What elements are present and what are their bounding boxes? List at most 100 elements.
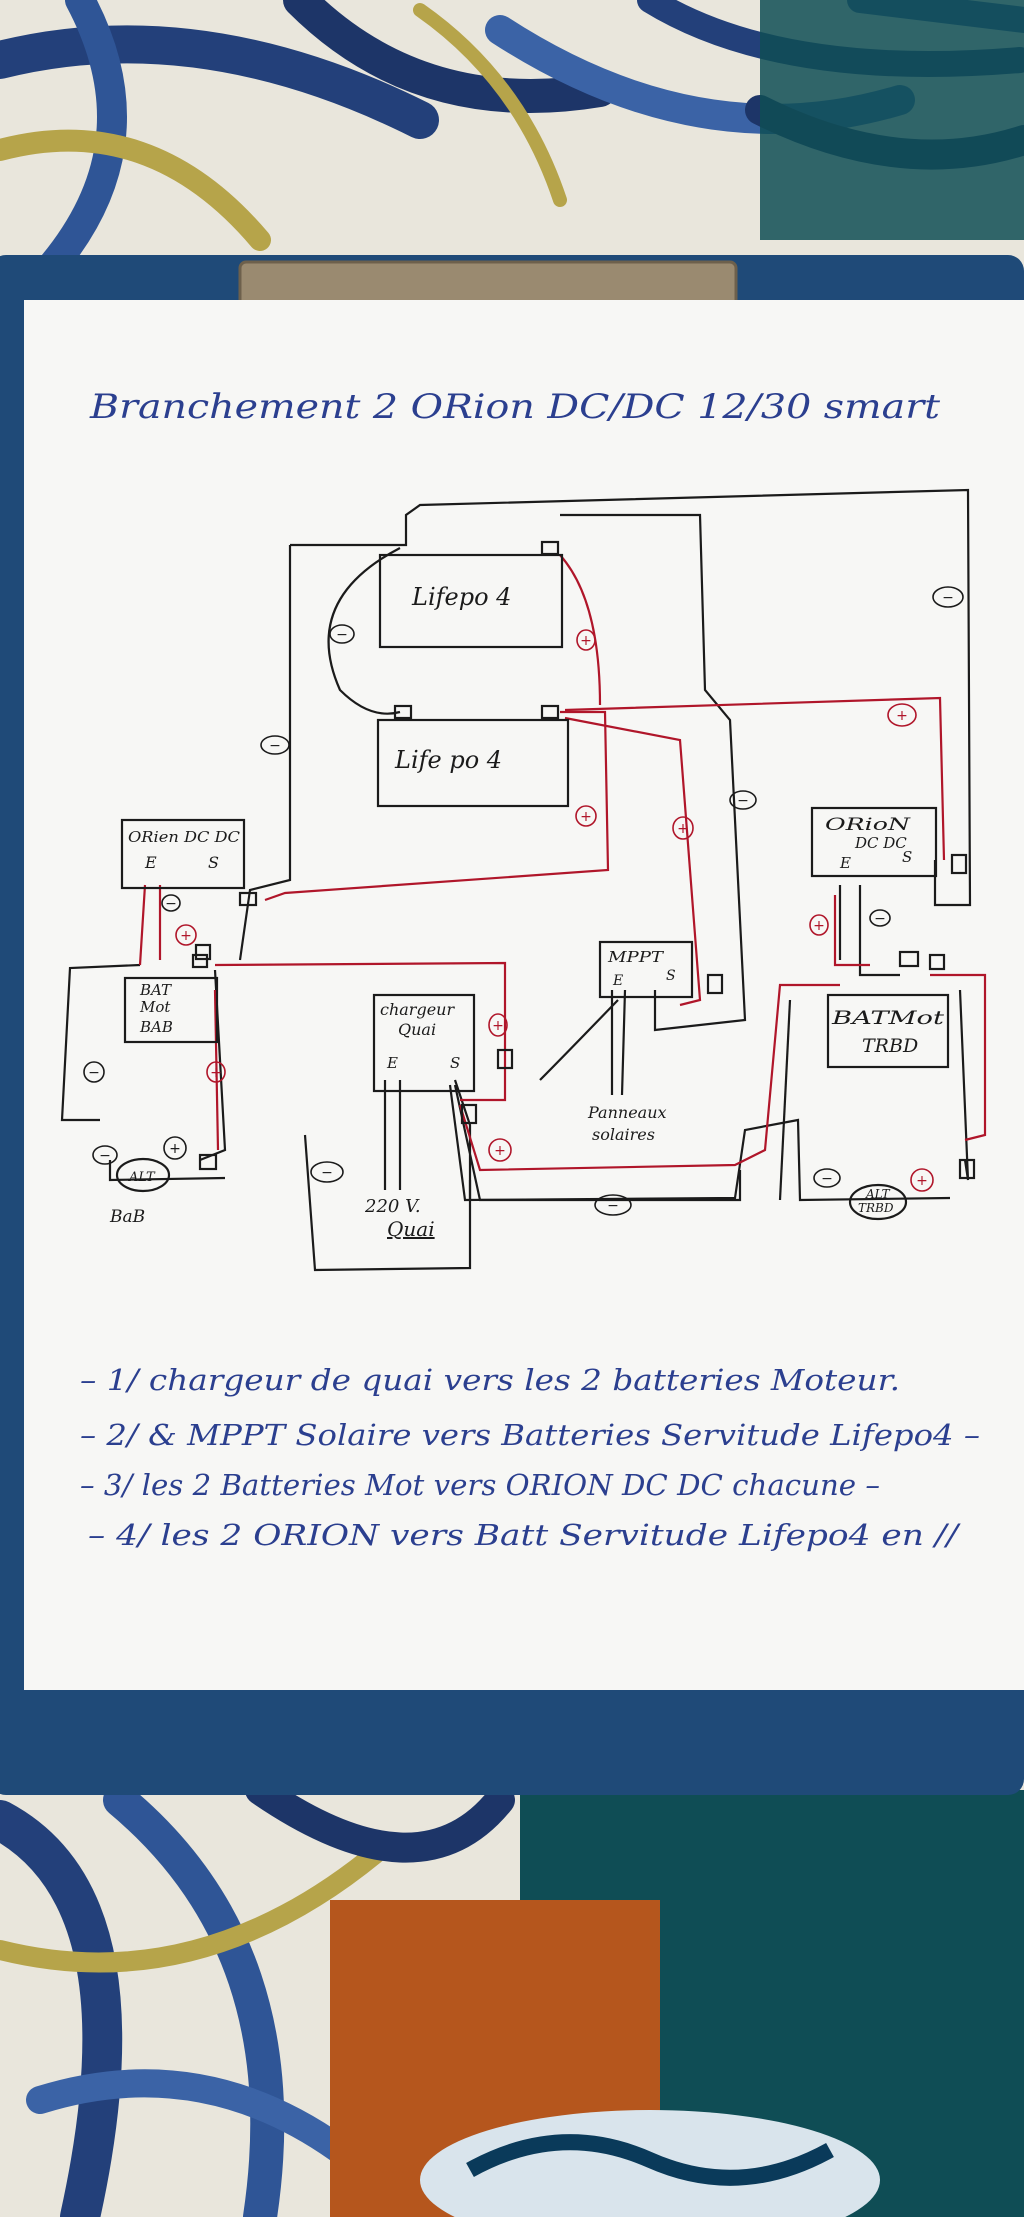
quai-label-1: 220 V.: [364, 1196, 421, 1217]
note-4: – 4/ les 2 ORION vers Batt Servitude Lif…: [88, 1518, 962, 1552]
minus-symbol: −: [88, 1065, 100, 1081]
lifepo-bottom-label: Life po 4: [394, 746, 502, 774]
terminal: [950, 853, 968, 875]
minus-marker: [932, 586, 964, 608]
plus-symbol: +: [916, 1173, 928, 1189]
lifepo-bottom-box: [376, 718, 570, 808]
wire-red-charger-to-trbd: [458, 983, 840, 1172]
black-wires: [60, 488, 972, 1272]
minus-symbol: −: [165, 896, 177, 912]
plus-marker: [206, 1061, 226, 1083]
wire-trbd-right: [958, 989, 970, 1181]
plus-marker: [575, 805, 597, 827]
terminal: [706, 973, 724, 995]
mppt-input-label: E: [612, 973, 623, 989]
wire-charger-to-trbd-minus: [448, 1084, 951, 1202]
bat-bab-label-1: BAT: [139, 981, 172, 999]
plus-symbol: +: [580, 633, 592, 649]
lifepo-top-box: [378, 553, 564, 649]
alt-trbd-label-1: ALT: [865, 1187, 891, 1201]
wire-red-orion-trbd: [833, 895, 870, 967]
orion-left-box: [120, 818, 246, 890]
orion-right-label-2: DC DC: [854, 834, 907, 852]
orion-right-box: [810, 806, 938, 878]
plus-symbol: +: [896, 708, 908, 724]
mppt-box: [598, 940, 694, 999]
wire-red-mppt: [564, 716, 702, 1007]
plus-marker: [910, 1168, 934, 1192]
minus-symbol: −: [607, 1198, 619, 1214]
minus-marker: [92, 1145, 118, 1165]
bat-trbd-label-1: BATMot: [831, 1007, 945, 1029]
note-2: – 2/ & MPPT Solaire vers Batteries Servi…: [80, 1418, 980, 1452]
charger-label-1: chargeur: [380, 1000, 455, 1019]
bat-bab-label-3: BAB: [139, 1018, 173, 1036]
patterned-knee-pattern: [466, 2134, 834, 2186]
terminal: [393, 704, 413, 720]
wire-red-trbd-right: [930, 973, 987, 1142]
wire-center-vertical: [560, 513, 747, 1032]
plus-symbol: +: [580, 809, 592, 825]
panels-label-2: solaires: [592, 1125, 655, 1144]
terminal: [958, 1158, 976, 1180]
terminal: [194, 943, 212, 961]
plus-marker: [488, 1013, 508, 1037]
minus-marker: [260, 735, 290, 755]
minus-marker: [869, 909, 891, 927]
wire-220-in: [383, 1080, 402, 1190]
alt-trbd-circle: [848, 1183, 908, 1221]
mppt-label: MPPT: [607, 948, 664, 966]
wire-red-lifepo-link: [264, 710, 610, 902]
plus-symbol: +: [180, 928, 192, 944]
minus-symbol: −: [942, 590, 954, 606]
wire-charger-down: [303, 1134, 472, 1272]
wire-mppt-diagonal: [539, 999, 619, 1081]
minus-symbol: −: [99, 1148, 111, 1164]
wire-bab-right: [199, 969, 227, 1162]
terminal: [540, 540, 560, 556]
bab-label: BaB: [109, 1207, 145, 1227]
terminal: [898, 950, 920, 968]
quai-label-2: Quai: [387, 1217, 435, 1241]
minus-marker: [813, 1168, 841, 1188]
minus-marker: [329, 624, 355, 644]
wire-trbd-orion-link: [838, 885, 900, 977]
minus-symbol: −: [336, 627, 348, 643]
wire-trbd-left: [778, 999, 792, 1201]
terminal: [540, 704, 560, 720]
charger-output-label: S: [450, 1054, 460, 1072]
wire-bab-bottom: [108, 1160, 226, 1182]
minus-marker: [729, 790, 757, 810]
plus-marker: [672, 816, 694, 840]
orion-left-output-label: S: [208, 853, 219, 872]
bat-trbd-label-2: TRBD: [862, 1035, 918, 1057]
orion-right-input-label: E: [839, 854, 851, 872]
component-labels: Lifepo 4 Life po 4 ORien DC DC E S ORioN…: [109, 583, 945, 1241]
lifepo-top-label: Lifepo 4: [411, 583, 511, 611]
teal-surface-right: [760, 0, 1024, 240]
mppt-output-label: S: [666, 968, 676, 984]
plus-symbol: +: [494, 1143, 506, 1159]
terminal: [191, 953, 209, 969]
plus-symbol: +: [169, 1141, 181, 1157]
plus-marker: [809, 914, 829, 936]
orion-right-label: ORioN: [825, 815, 912, 835]
wire-red-to-right-orion: [564, 696, 946, 861]
terminal: [198, 1153, 218, 1171]
polarity-symbols: − − − − − − − − − − − + + + + + + + + + …: [88, 590, 954, 1214]
wire-left-bab: [60, 963, 141, 1122]
minus-symbol: −: [821, 1171, 833, 1187]
wire-red-bab-alt: [213, 989, 220, 1151]
terminal: [928, 953, 946, 971]
panels-label-1: Panneaux: [587, 1103, 667, 1122]
plus-marker: [175, 924, 197, 946]
diagram-title: Branchement 2 ORion DC/DC 12/30 smart: [89, 387, 941, 427]
charger-label-2: Quai: [398, 1020, 436, 1039]
fabric-pattern-bottom: [0, 1775, 515, 2217]
alt-trbd-label-2: TRBD: [858, 1201, 894, 1215]
wire-left-loop: [238, 528, 408, 961]
wire-red-lifepo-top: [559, 554, 602, 706]
wire-top-outer: [404, 488, 972, 907]
bat-bab-label-2: Mot: [139, 998, 171, 1016]
